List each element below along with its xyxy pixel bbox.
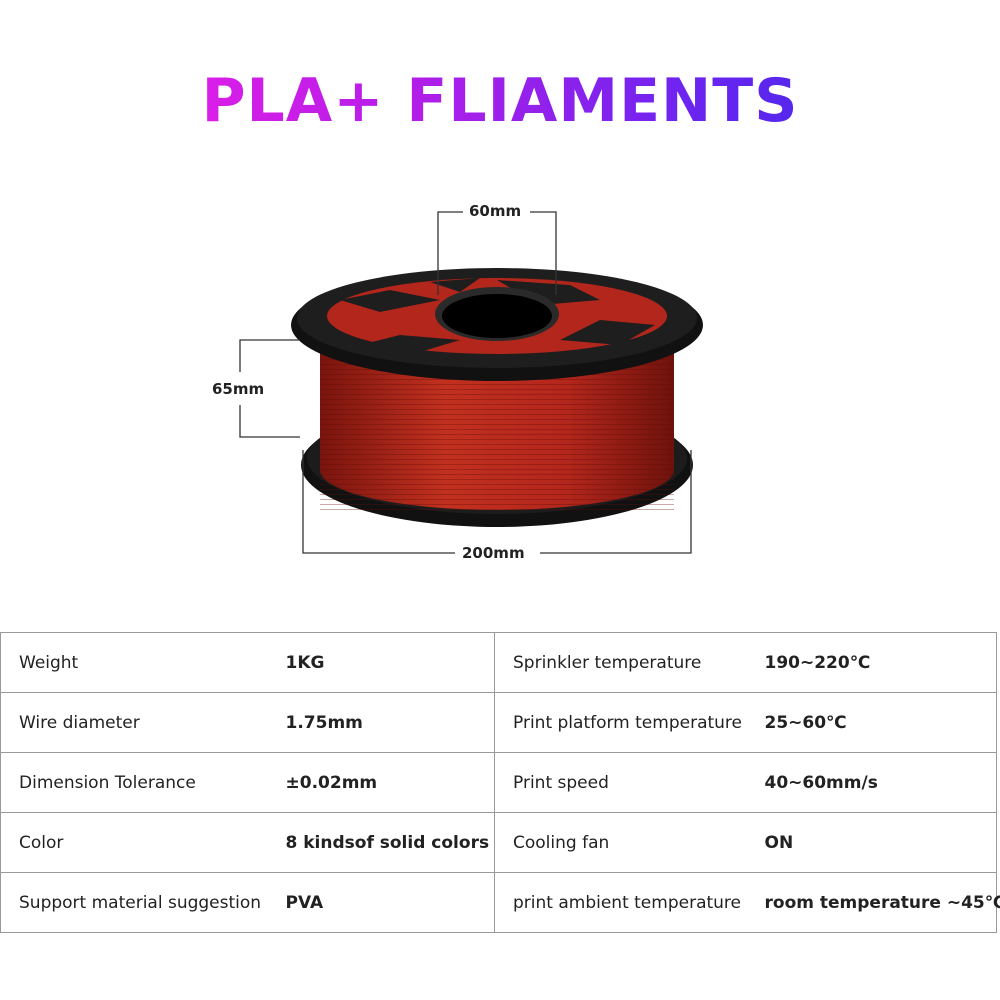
page-title: PLA+ FLIAMENTS — [0, 66, 1000, 136]
spec-value: ±0.02mm — [285, 752, 495, 813]
spec-value: ON — [764, 812, 997, 873]
spec-label: Dimension Tolerance — [0, 752, 286, 813]
hub-dimension-label: 60mm — [463, 202, 528, 220]
spec-value: 1.75mm — [285, 692, 495, 753]
spec-label: Sprinkler temperature — [494, 632, 765, 693]
spec-value: 25~60℃ — [764, 692, 997, 753]
diameter-dimension-label: 200mm — [456, 544, 531, 562]
hub-hole — [442, 294, 552, 338]
filament-spool-image — [239, 211, 703, 554]
spec-label: Print speed — [494, 752, 765, 813]
spec-value: 8 kindsof solid colors — [285, 812, 495, 873]
spec-label: Color — [0, 812, 286, 873]
dimension-lines — [239, 211, 692, 554]
width-dimension-label: 65mm — [206, 380, 271, 398]
spec-label: print ambient temperature — [494, 872, 765, 933]
spec-value: 1KG — [285, 632, 495, 693]
spec-value: PVA — [285, 872, 495, 933]
spec-label: Wire diameter — [0, 692, 286, 753]
spec-value: 40~60mm/s — [764, 752, 997, 813]
spec-value: room temperature ~45℃ — [764, 872, 1000, 933]
spec-label: Print platform temperature — [494, 692, 765, 753]
spec-label: Cooling fan — [494, 812, 765, 873]
spec-label: Weight — [0, 632, 286, 693]
spec-value: 190~220℃ — [764, 632, 997, 693]
spec-label: Support material suggestion — [0, 872, 286, 933]
